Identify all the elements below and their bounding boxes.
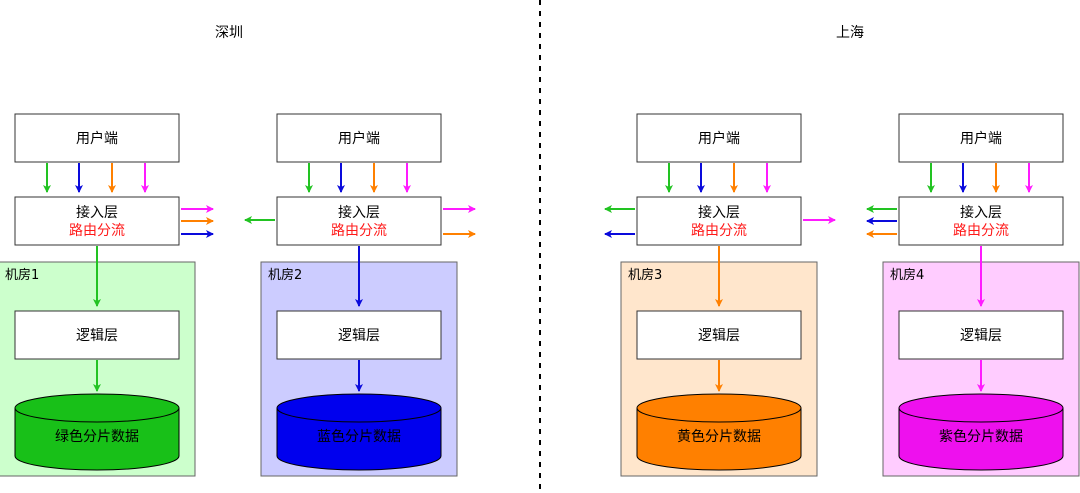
client-box	[14, 113, 180, 163]
logic-layer-box	[898, 310, 1064, 360]
client-label: 用户端	[76, 130, 118, 147]
database-body	[636, 407, 802, 471]
database-label: 蓝色分片数据	[317, 428, 401, 445]
logic-label: 逻辑层	[338, 328, 380, 344]
datacenter-label: 机房2	[268, 267, 302, 283]
access-layer-box	[14, 196, 180, 246]
datacenter-label: 机房1	[5, 267, 39, 283]
access-layer-box	[636, 196, 802, 246]
routing-label: 路由分流	[331, 223, 387, 239]
database-top	[14, 393, 180, 423]
database-body	[276, 407, 442, 471]
access-label: 接入层	[338, 204, 380, 221]
client-box	[636, 113, 802, 163]
database-cylinder	[14, 393, 180, 471]
logic-label: 逻辑层	[76, 328, 118, 344]
database-top	[276, 393, 442, 423]
access-layer-box	[276, 196, 442, 246]
database-body	[14, 407, 180, 471]
database-top	[636, 393, 802, 423]
client-label: 用户端	[338, 130, 380, 147]
database-label: 绿色分片数据	[55, 428, 139, 445]
routing-label: 路由分流	[953, 223, 1009, 239]
database-cylinder	[898, 393, 1064, 471]
access-label: 接入层	[76, 204, 118, 221]
datacenter-label: 机房3	[628, 267, 662, 283]
database-top	[898, 393, 1064, 423]
access-label: 接入层	[698, 204, 740, 221]
client-label: 用户端	[698, 130, 740, 147]
logic-layer-box	[636, 310, 802, 360]
database-cylinder	[636, 393, 802, 471]
region-title-shanghai: 上海	[836, 25, 864, 41]
access-layer-box	[898, 196, 1064, 246]
database-cylinder	[276, 393, 442, 471]
database-label: 紫色分片数据	[939, 428, 1023, 445]
database-body	[898, 407, 1064, 471]
routing-label: 路由分流	[69, 223, 125, 239]
client-label: 用户端	[960, 130, 1002, 147]
datacenter-label: 机房4	[890, 267, 924, 283]
logic-label: 逻辑层	[698, 328, 740, 344]
routing-label: 路由分流	[691, 223, 747, 239]
access-label: 接入层	[960, 204, 1002, 221]
logic-label: 逻辑层	[960, 328, 1002, 344]
region-title-shenzhen: 深圳	[215, 25, 243, 41]
client-box	[898, 113, 1064, 163]
database-label: 黄色分片数据	[677, 428, 761, 445]
logic-layer-box	[276, 310, 442, 360]
logic-layer-box	[14, 310, 180, 360]
client-box	[276, 113, 442, 163]
